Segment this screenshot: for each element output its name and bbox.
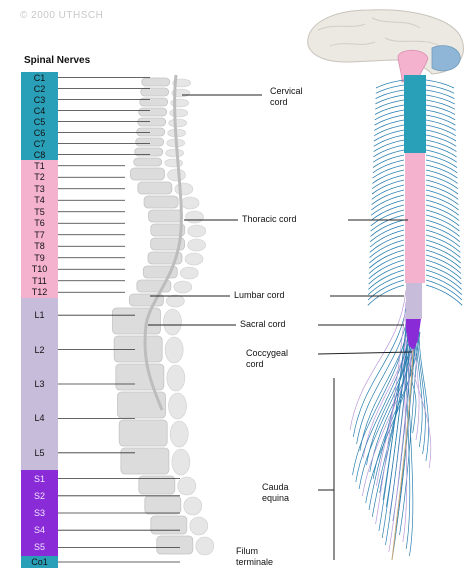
cord-lumbar-section (406, 283, 422, 319)
vertebra-process (170, 421, 188, 447)
label-cauda-equina: Caudaequina (262, 482, 289, 504)
nerve-root (372, 180, 404, 194)
vertebra-process (178, 477, 196, 495)
vertebra-body (142, 78, 170, 86)
nerve-root (376, 80, 404, 88)
nerve-root (426, 175, 458, 189)
nerve-root (426, 240, 460, 258)
vertebra-process (166, 149, 184, 157)
nerve-root (372, 175, 404, 189)
nerve-root (426, 190, 458, 205)
nerve-root (371, 205, 404, 221)
vertebra-body (149, 210, 183, 222)
label-thoracic-cord: Thoracic cord (242, 214, 297, 225)
nerve-root (375, 100, 404, 109)
vertebra-body (145, 496, 181, 514)
vertebra-body (136, 138, 164, 146)
vertebral-column (112, 78, 213, 555)
nerve-root (426, 205, 459, 221)
vertebra-body (151, 516, 187, 534)
vertebra-process (186, 211, 204, 223)
label-cervical-cord: Cervicalcord (270, 86, 303, 108)
brain-illustration (308, 10, 464, 82)
vertebra-body (157, 536, 193, 554)
vertebra-process (190, 517, 208, 535)
vertebra-body (137, 128, 165, 136)
nerve-root (371, 210, 404, 226)
cord-thoracic-section (405, 153, 425, 283)
vertebra-body (118, 392, 166, 418)
vertebra-body (144, 196, 178, 208)
vertebra-process (196, 537, 214, 555)
vertebra-body (116, 364, 164, 390)
vertebra-body (138, 118, 166, 126)
vertebra-body (134, 158, 162, 166)
nerve-root (370, 240, 404, 258)
vertebra-process (188, 225, 206, 237)
vertebra-body (112, 308, 160, 334)
vertebra-process (170, 109, 188, 117)
vertebra-process (174, 281, 192, 293)
nerve-root (372, 190, 404, 205)
nerve-root (371, 200, 404, 215)
vertebra-process (166, 295, 184, 307)
vertebra-body (139, 108, 167, 116)
cord-cervical-section (404, 75, 426, 153)
nerve-root (426, 80, 454, 88)
vertebra-body (130, 168, 164, 180)
vertebra-process (163, 309, 181, 335)
vertebra-process (169, 393, 187, 419)
vertebra-process (167, 365, 185, 391)
label-lumbar-cord: Lumbar cord (234, 290, 285, 301)
nerve-root (372, 185, 404, 199)
nerve-root (426, 180, 458, 194)
vertebra-process (181, 197, 199, 209)
isolated-spinal-cord (350, 75, 462, 560)
vertebra-process (185, 253, 203, 265)
vertebra-body (121, 448, 169, 474)
vertebra-process (165, 159, 183, 167)
filum-terminale (392, 350, 413, 560)
vertebra-process (169, 119, 187, 127)
label-sacral-cord: Sacral cord (240, 319, 286, 330)
vertebra-body (119, 420, 167, 446)
nerve-root (426, 200, 459, 215)
nerve-root (371, 195, 404, 210)
vertebra-body (138, 182, 172, 194)
vertebra-process (172, 449, 190, 475)
nerve-root (426, 195, 459, 210)
vertebra-body (141, 88, 169, 96)
nerve-root (426, 210, 459, 226)
vertebra-process (167, 169, 185, 181)
vertebra-body (114, 336, 162, 362)
vertebra-process (175, 183, 193, 195)
nerve-root (426, 185, 458, 199)
vertebra-process (188, 239, 206, 251)
vertebra-process (180, 267, 198, 279)
vertebra-process (165, 337, 183, 363)
nerve-root (426, 100, 455, 109)
vertebra-process (184, 497, 202, 515)
